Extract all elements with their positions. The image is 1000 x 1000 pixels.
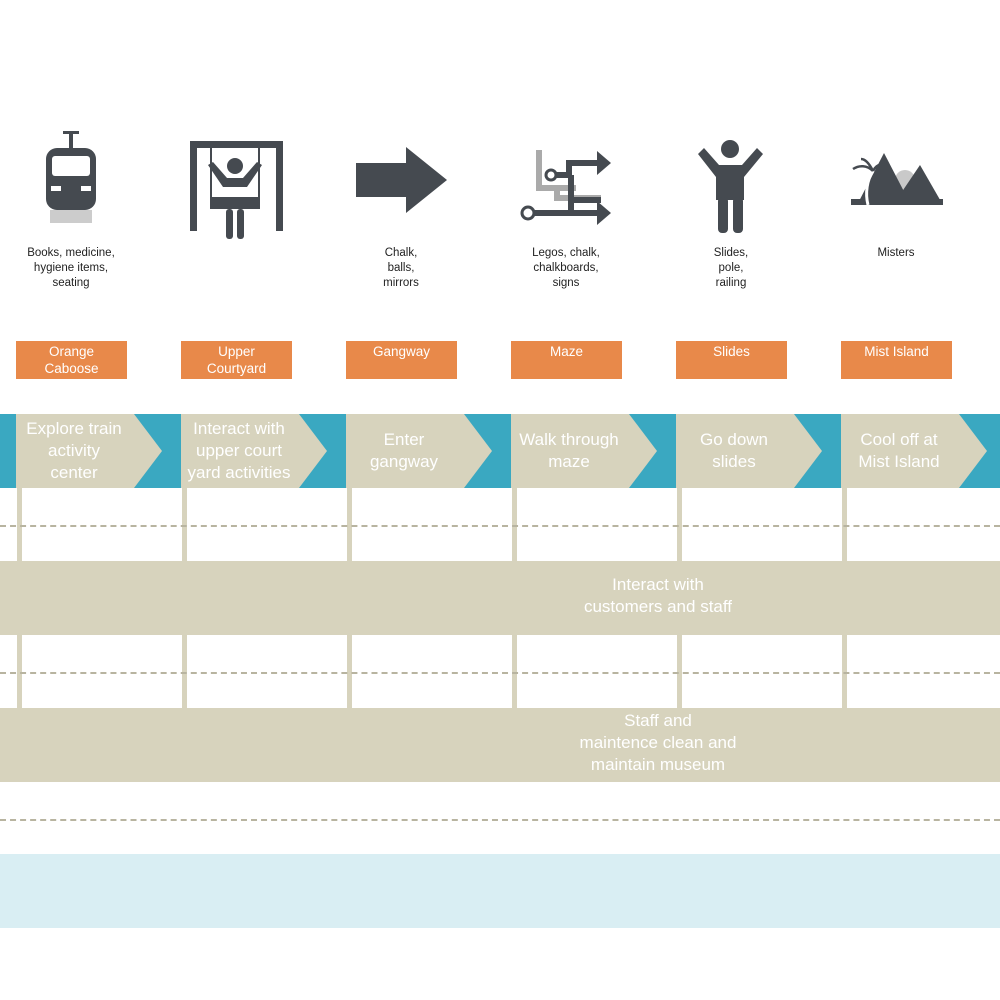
action-step-2: Interact with upper court yard activitie…: [181, 414, 327, 488]
props-line: Slides,: [713, 247, 749, 259]
action-text: Enter gangway: [346, 414, 462, 488]
interaction-band-text: Interact with customers and staff: [558, 574, 758, 618]
connector-line: [17, 635, 22, 708]
action-step-3: Enter gangway: [346, 414, 492, 488]
props-line: Legos, chalk,: [532, 247, 600, 259]
backstage-band-text: Staff and maintence clean and maintain m…: [558, 710, 758, 776]
chevron-shape: [841, 414, 987, 488]
connector-line: [512, 635, 517, 708]
props-line: hygiene items,: [33, 262, 109, 274]
action-step-4: Walk through maze: [511, 414, 657, 488]
zone-line: Slides: [713, 344, 750, 359]
action-line: Enter: [383, 430, 425, 449]
chevron-shape: [181, 414, 327, 488]
action-line: Explore train: [26, 419, 122, 438]
action-text: Go down slides: [676, 414, 792, 488]
chevron-shape: [676, 414, 822, 488]
band-line: Interact with: [612, 575, 704, 594]
zone-line: Upper: [218, 344, 255, 359]
connector-line: [347, 488, 352, 561]
band-line: maintain museum: [590, 755, 726, 774]
action-lane: [0, 414, 1000, 488]
action-text: Cool off at Mist Island: [841, 414, 957, 488]
zone-label-maze: Maze: [511, 341, 622, 379]
props-line: Misters: [877, 247, 915, 259]
zone-line: Mist Island: [864, 344, 929, 359]
maze-icon: [511, 125, 621, 240]
chevron-shape: [16, 414, 162, 488]
action-line: yard activities: [187, 463, 291, 482]
action-line: slides: [712, 452, 756, 471]
props-text-4: Legos, chalk, chalkboards, signs: [501, 246, 631, 291]
connector-line: [842, 488, 847, 561]
connector-line: [347, 635, 352, 708]
swing-icon: [181, 125, 291, 240]
action-step-5: Go down slides: [676, 414, 822, 488]
backstage-band: Staff and maintence clean and maintain m…: [0, 708, 1000, 782]
train-icon: [16, 125, 126, 240]
props-line: chalkboards,: [533, 262, 599, 274]
connector-line: [182, 488, 187, 561]
props-text-3: Chalk, balls, mirrors: [336, 246, 466, 291]
interaction-band: Interact with customers and staff: [0, 561, 1000, 635]
props-line: Chalk,: [384, 247, 418, 259]
zone-line: Caboose: [44, 361, 99, 376]
action-line: Walk through: [519, 430, 619, 449]
zone-line: Orange: [48, 344, 95, 359]
action-text: Interact with upper court yard activitie…: [181, 414, 297, 488]
action-line: Go down: [699, 430, 769, 449]
island-icon: [841, 125, 951, 240]
band-line: maintence clean and: [579, 733, 737, 752]
props-text-1: Books, medicine, hygiene items, seating: [6, 246, 136, 291]
action-step-6: Cool off at Mist Island: [841, 414, 987, 488]
zone-line: Gangway: [372, 344, 431, 359]
props-line: Books, medicine,: [27, 247, 115, 259]
action-line: center: [50, 463, 98, 482]
connector-line: [677, 488, 682, 561]
props-text-6: Misters: [831, 246, 961, 261]
props-line: balls,: [387, 262, 415, 274]
props-line: pole,: [718, 262, 744, 274]
connector-line: [17, 488, 22, 561]
zone-line: Maze: [549, 344, 583, 359]
zone-label-orange-caboose: Orange Caboose: [16, 341, 127, 379]
connector-line: [512, 488, 517, 561]
action-line: Interact with: [193, 419, 285, 438]
zone-line: Courtyard: [206, 361, 267, 376]
connector-line: [677, 635, 682, 708]
props-line: mirrors: [383, 277, 419, 289]
support-process-band: [0, 854, 1000, 928]
zone-label-upper-courtyard: Upper Courtyard: [181, 341, 292, 379]
props-text-5: Slides, pole, railing: [666, 246, 796, 291]
action-line: activity: [48, 441, 100, 460]
band-line: Staff and: [624, 711, 692, 730]
line-of-interaction: [0, 525, 1000, 527]
person-arms-up-icon: [676, 125, 786, 240]
action-step-1: Explore train activity center: [16, 414, 162, 488]
chevron-shape: [511, 414, 657, 488]
line-of-visibility: [0, 672, 1000, 674]
zone-label-mist-island: Mist Island: [841, 341, 952, 379]
action-line: Mist Island: [858, 452, 940, 471]
zone-label-gangway: Gangway: [346, 341, 457, 379]
props-line: railing: [715, 277, 747, 289]
action-line: gangway: [369, 452, 439, 471]
chevron-shape: [346, 414, 492, 488]
band-line: customers and staff: [583, 597, 733, 616]
line-of-internal-interaction: [0, 819, 1000, 821]
action-line: upper court: [195, 441, 282, 460]
action-text: Walk through maze: [511, 414, 627, 488]
connector-line: [842, 635, 847, 708]
action-text: Explore train activity center: [16, 414, 132, 488]
connector-line: [182, 635, 187, 708]
props-line: seating: [52, 277, 90, 289]
action-line: Cool off at: [860, 430, 938, 449]
action-line: maze: [548, 452, 590, 471]
arrow-right-icon: [346, 125, 456, 240]
zone-label-slides: Slides: [676, 341, 787, 379]
props-line: signs: [552, 277, 580, 289]
